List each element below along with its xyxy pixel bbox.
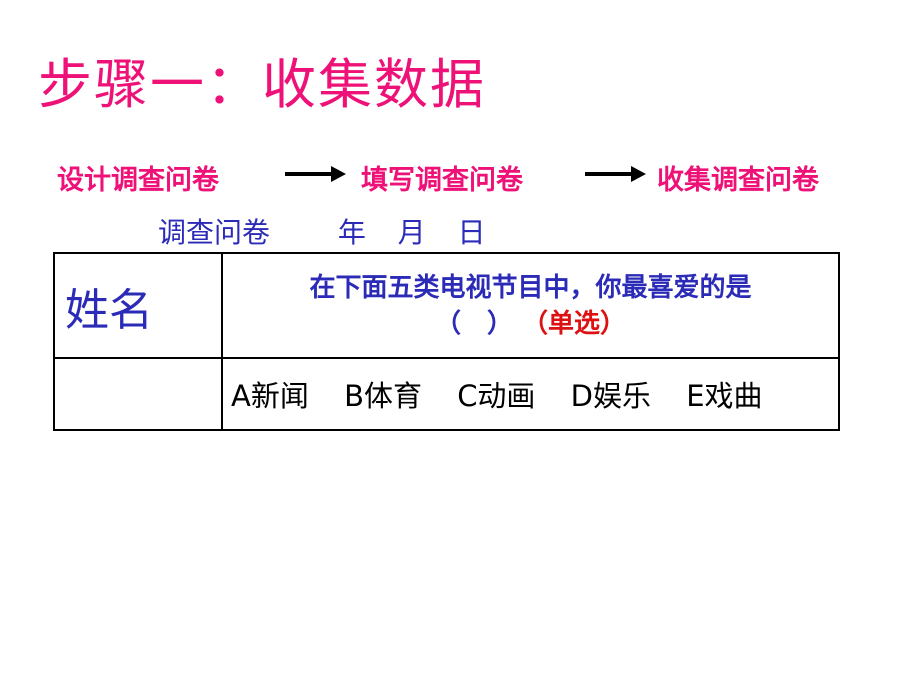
question-text: 在下面五类电视节目中，你最喜爱的是 <box>309 272 752 303</box>
process-flow: 设计调查问卷 填写调查问卷 收集调查问卷 <box>0 158 900 198</box>
option-entertainment[interactable]: D娱乐 <box>570 379 651 413</box>
answer-parentheses: （ ） <box>434 308 513 339</box>
survey-year: 年 <box>337 216 366 249</box>
right-arrow-icon <box>285 166 346 182</box>
survey-label: 调查问卷 <box>158 216 271 249</box>
option-sports[interactable]: B体育 <box>344 379 422 413</box>
survey-table: 姓名 在下面五类电视节目中，你最喜爱的是 （ ） （单选） A新闻 B体育 C动… <box>53 252 840 431</box>
flow-step-design: 设计调查问卷 <box>57 165 219 196</box>
flow-step-fill: 填写调查问卷 <box>361 165 523 196</box>
single-choice-note: （单选） <box>522 308 627 339</box>
option-news[interactable]: A新闻 <box>231 379 309 413</box>
name-input-cell[interactable] <box>53 357 223 431</box>
slide-title: 步骤一：收集数据 <box>38 53 486 116</box>
survey-header: 调查问卷 年 月 日 <box>158 211 486 251</box>
survey-day: 日 <box>457 216 486 249</box>
options-cell: A新闻 B体育 C动画 D娱乐 E戏曲 <box>221 357 840 431</box>
name-header-cell: 姓名 <box>53 252 223 359</box>
flow-step-collect: 收集调查问卷 <box>657 165 819 196</box>
question-cell: 在下面五类电视节目中，你最喜爱的是 （ ） （单选） <box>221 252 840 359</box>
option-animation[interactable]: C动画 <box>457 379 536 413</box>
survey-month: 月 <box>397 216 426 249</box>
table-row: A新闻 B体育 C动画 D娱乐 E戏曲 <box>53 357 840 431</box>
table-header-row: 姓名 在下面五类电视节目中，你最喜爱的是 （ ） （单选） <box>53 252 840 359</box>
option-opera[interactable]: E戏曲 <box>686 379 763 413</box>
right-arrow-icon <box>585 166 646 182</box>
